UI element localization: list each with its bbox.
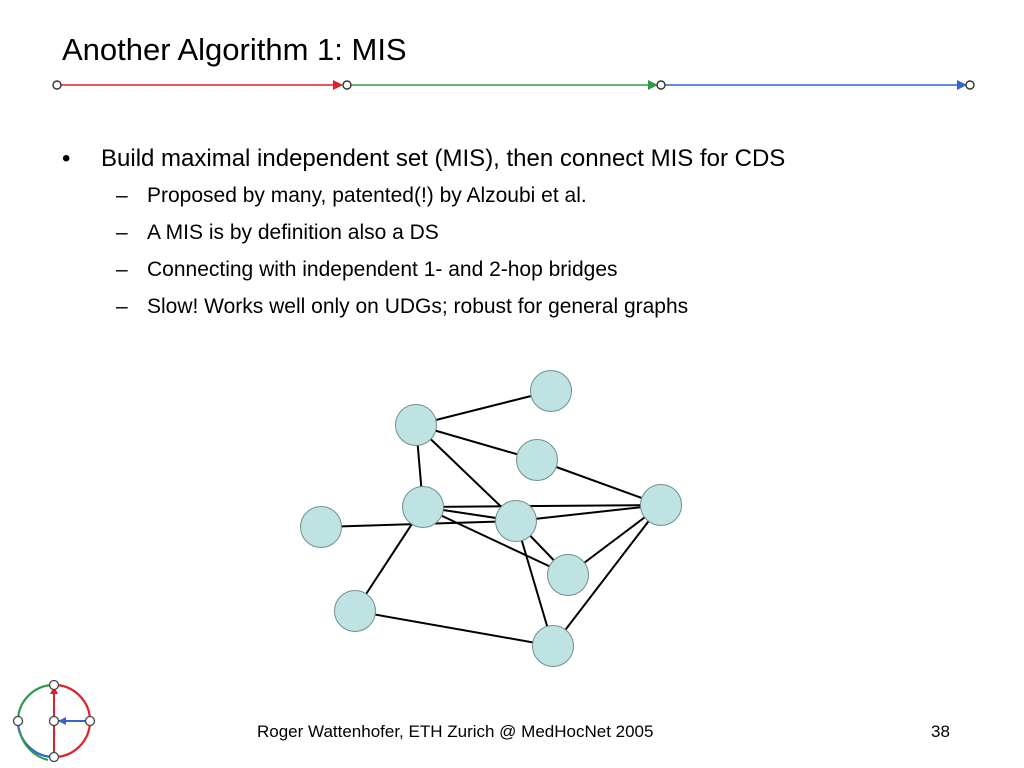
main-bullet-text: Build maximal independent set (MIS), the… [101,145,786,172]
sub-bullet-text: Slow! Works well only on UDGs; robust fo… [147,295,689,318]
timeline-node [656,80,666,90]
graph-edge [552,504,662,647]
timeline-arrows [52,80,975,90]
graph-node [532,625,574,667]
graph-node [402,486,444,528]
graph-node [547,554,589,596]
bullet-marker: • [62,145,71,172]
timeline-node [965,80,975,90]
timeline-arrowhead-green [648,80,658,90]
graph-edge [515,504,662,522]
timeline-arrowhead-red [333,80,343,90]
graph-node [300,506,342,548]
logo-icon [12,679,96,763]
graph-node [334,590,376,632]
sub-bullet-text: A MIS is by definition also a DS [147,221,439,244]
graph-edge [422,506,569,576]
logo-arc-red [53,683,92,722]
logo-arc-green [16,683,55,722]
logo-node [12,715,24,727]
logo-arc-green-outer [19,731,49,761]
logo-node [84,715,96,727]
graph-node [530,370,572,412]
sub-bullet-text: Proposed by many, patented(!) by Alzoubi… [147,184,587,207]
page-number: 38 [931,722,950,741]
logo-arrowhead-left [58,717,66,725]
sub-bullet-marker: – [116,221,128,244]
logo-arc-blue [16,720,55,759]
graph-edge [536,459,662,506]
timeline-arrowhead-blue [957,80,967,90]
graph-edge [415,390,552,426]
graph-edge [515,520,554,647]
graph-edge [422,504,662,508]
logo-node [48,715,60,727]
footer-text: Roger Wattenhofer, ETH Zurich @ MedHocNe… [257,722,654,741]
logo-node [48,679,60,691]
graph-node [640,484,682,526]
sub-bullet-text: Connecting with independent 1- and 2-hop… [147,258,618,281]
graph-edge [415,424,517,522]
logo-arc-red-lower [53,720,92,759]
graph-node [516,439,558,481]
graph-edge [354,610,554,647]
sub-bullet-marker: – [116,258,128,281]
sub-bullet-marker: – [116,295,128,318]
logo-node [48,751,60,763]
graph-node [495,500,537,542]
timeline-node [52,80,62,90]
network-graph [300,370,682,667]
sub-bullet-marker: – [116,184,128,207]
graph-node [395,404,437,446]
timeline-node [342,80,352,90]
graph-nodes [300,370,682,667]
slide-title: Another Algorithm 1: MIS [62,32,407,67]
